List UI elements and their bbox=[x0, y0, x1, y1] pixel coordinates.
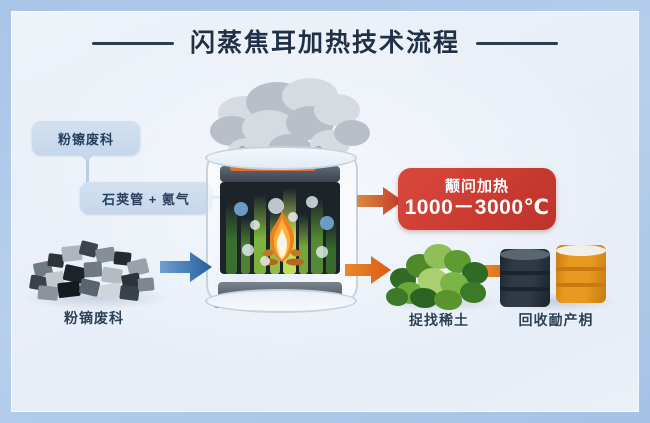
barrel-band bbox=[556, 283, 606, 287]
barrel-lid bbox=[500, 249, 550, 260]
arrow-right-red-icon bbox=[357, 187, 403, 215]
ore-chunk bbox=[100, 266, 124, 285]
reactor-glow-bar bbox=[299, 214, 308, 274]
title-rule-right-icon bbox=[476, 41, 558, 45]
callout-line1: 颟问加热 bbox=[444, 177, 509, 195]
chip-quartz-tube-label: 石荚管 + 氪气 bbox=[102, 191, 190, 207]
barrel-orange-icon bbox=[556, 245, 606, 303]
reactor-bubble bbox=[242, 244, 254, 256]
chip-tail-icon bbox=[80, 154, 94, 162]
caption-waste-powder: 粉镝废科 bbox=[64, 310, 124, 326]
smoke-cloud-icon bbox=[206, 76, 376, 168]
ore-chunk bbox=[119, 284, 140, 302]
reactor-bubble bbox=[268, 198, 284, 214]
arrow-right-blue-icon bbox=[160, 252, 212, 282]
flash-joule-heating-reactor-icon bbox=[205, 146, 358, 313]
caption-byproduct: 回收勔产枂 bbox=[518, 312, 594, 328]
reactor-glow-bar bbox=[226, 202, 237, 274]
ore-chunk bbox=[137, 277, 155, 292]
page-title: 闪蒸焦耳加热技术流程 bbox=[189, 28, 460, 57]
reactor-bubble bbox=[316, 246, 328, 258]
reactor-glow-bar bbox=[311, 198, 323, 274]
reactor-glow-bar bbox=[326, 220, 336, 274]
title-bar: 闪蒸焦耳加热技术流程 bbox=[0, 24, 650, 62]
reactor-glass-bottom bbox=[205, 289, 357, 313]
arrow-right-orange-icon bbox=[345, 256, 391, 284]
reactor-bubble bbox=[320, 216, 334, 230]
reactor-chamber bbox=[220, 182, 340, 274]
ore-chunk bbox=[57, 280, 81, 299]
rare-earth-lump bbox=[462, 262, 488, 284]
barrels-group bbox=[500, 243, 612, 309]
reactor-bubble bbox=[250, 220, 260, 230]
barrel-band bbox=[556, 267, 606, 271]
smoke-puff bbox=[334, 120, 370, 146]
status-badge-instant-heating: 颟问加热 1000－3000℃ bbox=[398, 168, 556, 230]
callout-line2: 1000－3000℃ bbox=[404, 196, 550, 220]
barrel-band bbox=[500, 271, 550, 275]
barrel-dark-icon bbox=[500, 249, 550, 307]
title-rule-left-icon bbox=[91, 41, 174, 45]
ore-chunk bbox=[37, 285, 59, 301]
chip-feedstock-label: 粉镲废科 bbox=[57, 131, 114, 147]
ore-pile-icon bbox=[28, 232, 160, 304]
chip-quartz-tube[interactable]: 石荚管 + 氪气 bbox=[80, 182, 212, 214]
barrel-band bbox=[500, 287, 550, 291]
reactor-glass-top bbox=[205, 146, 357, 170]
reactor-bubble bbox=[278, 238, 286, 246]
reactor-bubble bbox=[234, 202, 248, 216]
rare-earth-lump bbox=[410, 288, 438, 308]
ore-chunk bbox=[78, 278, 101, 297]
connector-feedstock bbox=[86, 155, 89, 183]
rare-earth-lump bbox=[434, 290, 462, 310]
rare-earth-lump bbox=[460, 282, 486, 303]
reactor-bubble bbox=[306, 196, 318, 208]
rare-earth-lump bbox=[386, 288, 408, 306]
barrel-lid bbox=[556, 245, 606, 256]
ore-chunk bbox=[83, 261, 103, 278]
chip-feedstock[interactable]: 粉镲废科 bbox=[32, 121, 140, 162]
caption-rare-earth: 捉找稀土 bbox=[409, 312, 469, 328]
reactor-bubble bbox=[260, 256, 270, 266]
reactor-bubble bbox=[288, 212, 298, 222]
rare-earth-cluster-icon bbox=[386, 238, 494, 310]
